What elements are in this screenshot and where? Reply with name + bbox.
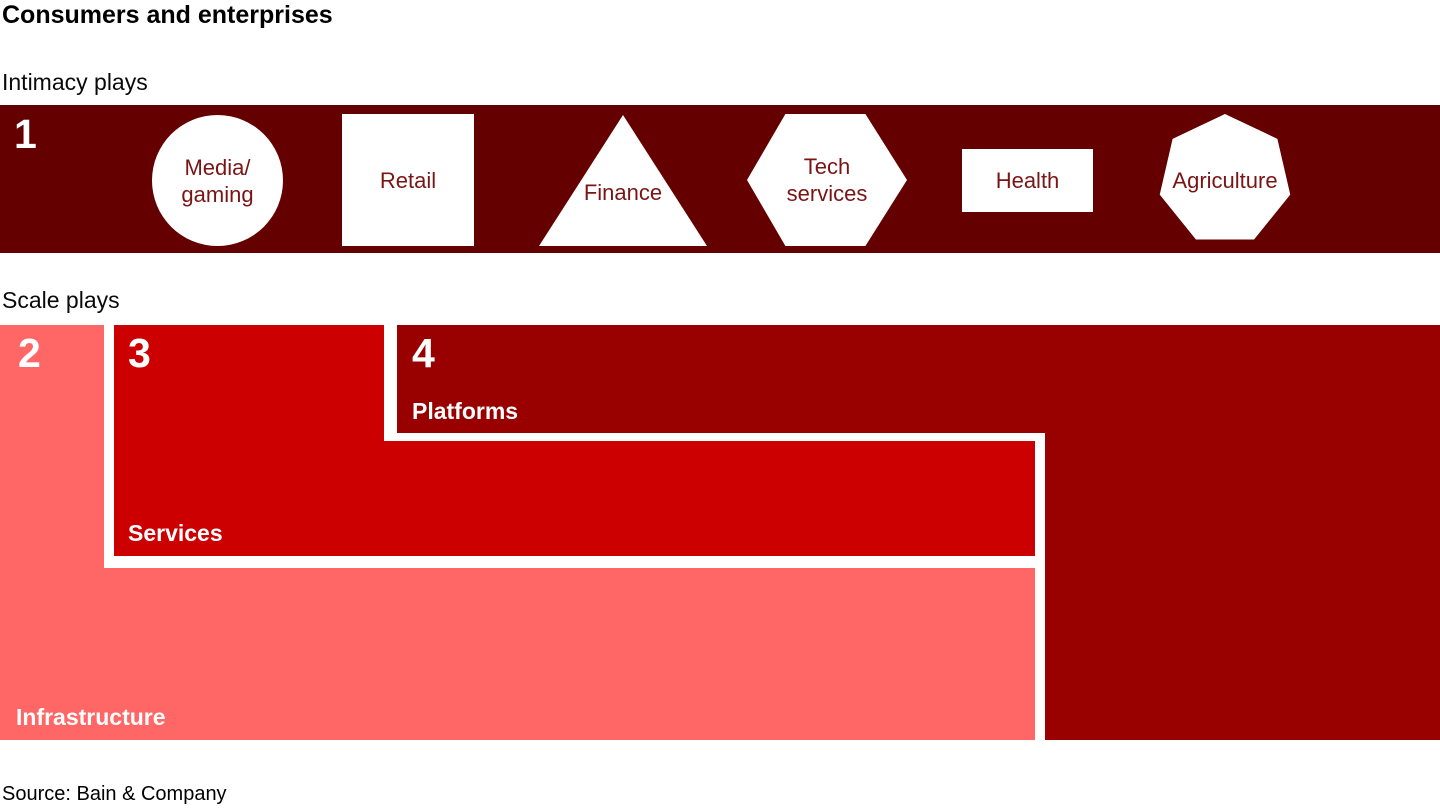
industry-label: Tech <box>803 154 851 179</box>
industry-label: gaming <box>181 181 254 207</box>
scale-section-label: Scale plays <box>2 287 120 313</box>
scale-diagram: 2 3 4 Platforms Services Infrastructure <box>0 325 1440 740</box>
industry-shape-retail: Retail <box>342 114 474 246</box>
intimacy-section-label: Intimacy plays <box>2 69 148 95</box>
industry-label: Agriculture <box>1172 167 1278 193</box>
platforms-number: 4 <box>412 330 435 376</box>
industry-shape-media-gaming: Media/ gaming <box>152 115 283 246</box>
infrastructure-number: 2 <box>18 330 41 376</box>
industry-label: Finance <box>583 180 663 205</box>
services-number: 3 <box>128 330 151 376</box>
industry-label: Retail <box>379 167 437 193</box>
source-note: Source: Bain & Company <box>2 783 227 805</box>
intimacy-band: 1 Media/ gaming Retail Finance Tech serv… <box>0 105 1440 253</box>
platforms-label: Platforms <box>412 398 519 424</box>
industry-label: services <box>786 181 868 206</box>
services-label: Services <box>128 520 223 546</box>
industry-shape-finance: Finance <box>539 115 707 246</box>
industry-label: Media/ <box>184 154 251 180</box>
intimacy-number: 1 <box>14 111 37 157</box>
industry-shape-tech-services: Tech services <box>747 114 907 246</box>
infrastructure-label: Infrastructure <box>16 704 166 730</box>
page-title: Consumers and enterprises <box>2 1 333 29</box>
industry-label: Health <box>995 168 1060 193</box>
industry-shape-agriculture: Agriculture <box>1159 114 1291 240</box>
industry-shape-health: Health <box>962 149 1093 212</box>
